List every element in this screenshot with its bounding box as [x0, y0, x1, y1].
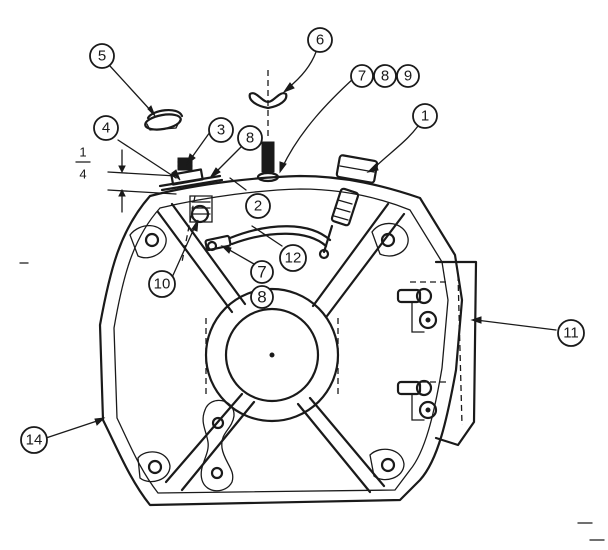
callout-2-label: 2: [254, 198, 262, 215]
housing-ribs: [156, 202, 406, 494]
callout-9-label: 9: [404, 68, 412, 85]
loose-label-7-8: 7 8: [250, 260, 274, 309]
callout-14: 14: [20, 426, 48, 454]
callout-6-label: 6: [316, 32, 324, 49]
callout-3-label: 3: [217, 122, 225, 139]
callout-14-label: 14: [26, 432, 43, 449]
callout-5: 5: [89, 43, 115, 69]
callout-11: 11: [557, 319, 585, 347]
callout-8: 8: [237, 125, 263, 151]
callout-4-label: 4: [102, 120, 110, 137]
callout-10: 10: [148, 270, 176, 298]
terminal-board: [396, 260, 478, 447]
dimension-quarter-inch: 1 4: [75, 145, 177, 213]
callout-12: 12: [279, 244, 307, 272]
callout-1-label: 1: [421, 108, 429, 125]
lead-wire: [204, 225, 332, 252]
callout-5-label: 5: [98, 48, 106, 65]
top-stud: [256, 70, 280, 183]
callout-7-8-9: 7 8 9: [350, 64, 420, 88]
loose-label-8: 8: [257, 288, 266, 307]
callout-6: 6: [307, 27, 333, 53]
callout-4: 4: [93, 115, 119, 141]
center-hub: [204, 287, 340, 423]
binding-post: [158, 157, 224, 263]
wing-nut: [248, 92, 288, 110]
leader-lines: [45, 51, 557, 439]
callout-12-label: 12: [285, 250, 302, 267]
end-bell-housing: [98, 174, 464, 507]
dimension-denominator: 4: [79, 167, 86, 182]
callout-11-label: 11: [563, 325, 579, 342]
terminal-cap: [144, 109, 184, 131]
callout-8b-label: 8: [246, 130, 254, 147]
loose-label-7: 7: [257, 263, 266, 282]
callout-10-label: 10: [154, 276, 171, 293]
callout-8-label: 8: [381, 68, 389, 85]
dimension-numerator: 1: [79, 145, 86, 160]
edge-marks: [19, 262, 605, 541]
callout-1: 1: [412, 103, 438, 129]
callout-2: 2: [245, 193, 271, 219]
callout-7-label: 7: [358, 68, 366, 85]
callout-3: 3: [208, 117, 234, 143]
bolt-bosses: [129, 222, 409, 492]
